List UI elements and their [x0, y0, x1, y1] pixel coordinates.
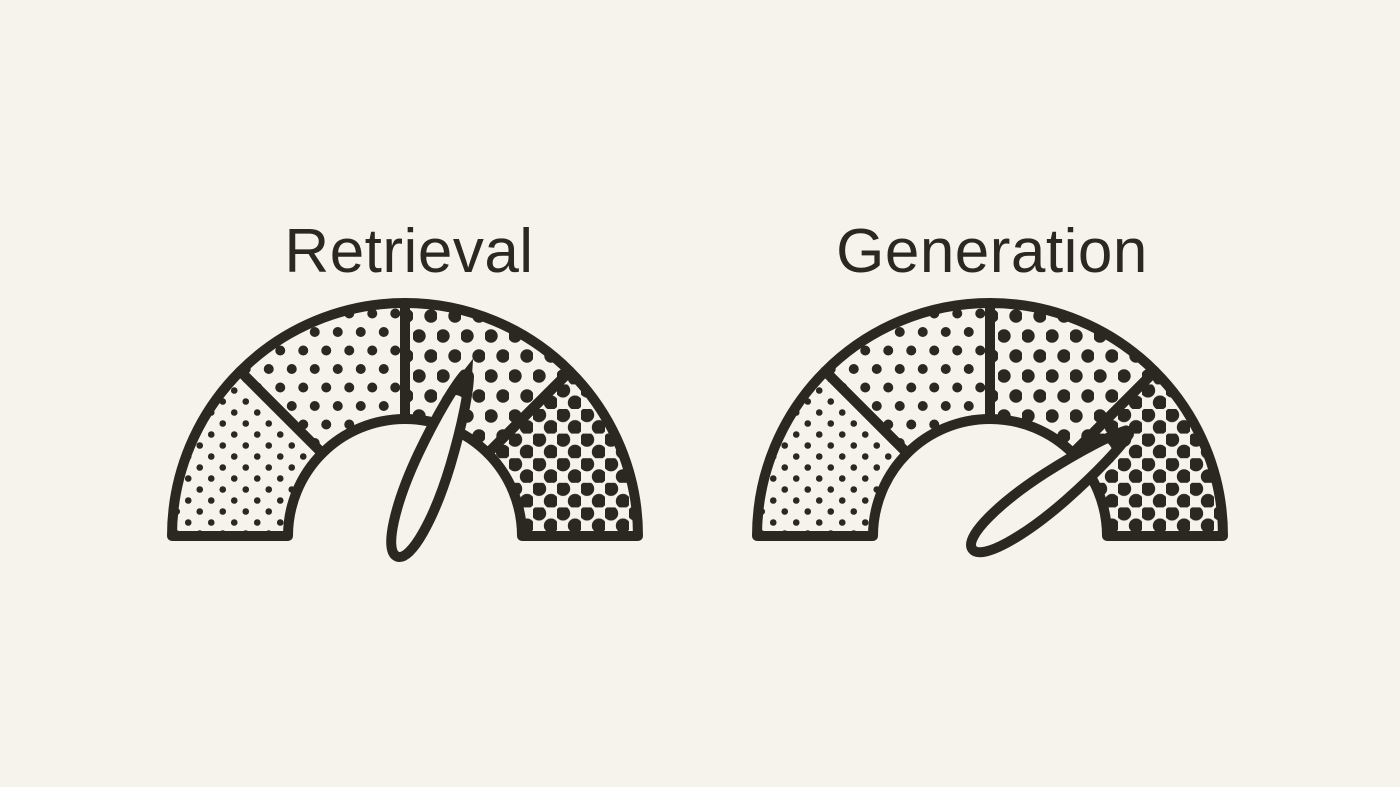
- gauge-retrieval: [167, 298, 643, 562]
- gauge-title-retrieval: Retrieval: [284, 217, 534, 286]
- gauge-title-generation: Generation: [836, 217, 1148, 286]
- needle-arrowhead-icon: [441, 358, 474, 409]
- gauge-ring-retrieval: [167, 298, 643, 541]
- retrieval-segment-4: [482, 366, 643, 541]
- gauge-needle-retrieval: [386, 358, 474, 562]
- gauge-needle-generation: [966, 421, 1142, 558]
- gauge-ring-generation: [752, 298, 1228, 541]
- needle-arrowhead-icon: [1094, 421, 1142, 463]
- needle-rotor-generation: [966, 421, 1142, 558]
- gauge-generation: [752, 298, 1228, 558]
- needle-rotor-retrieval: [386, 358, 474, 562]
